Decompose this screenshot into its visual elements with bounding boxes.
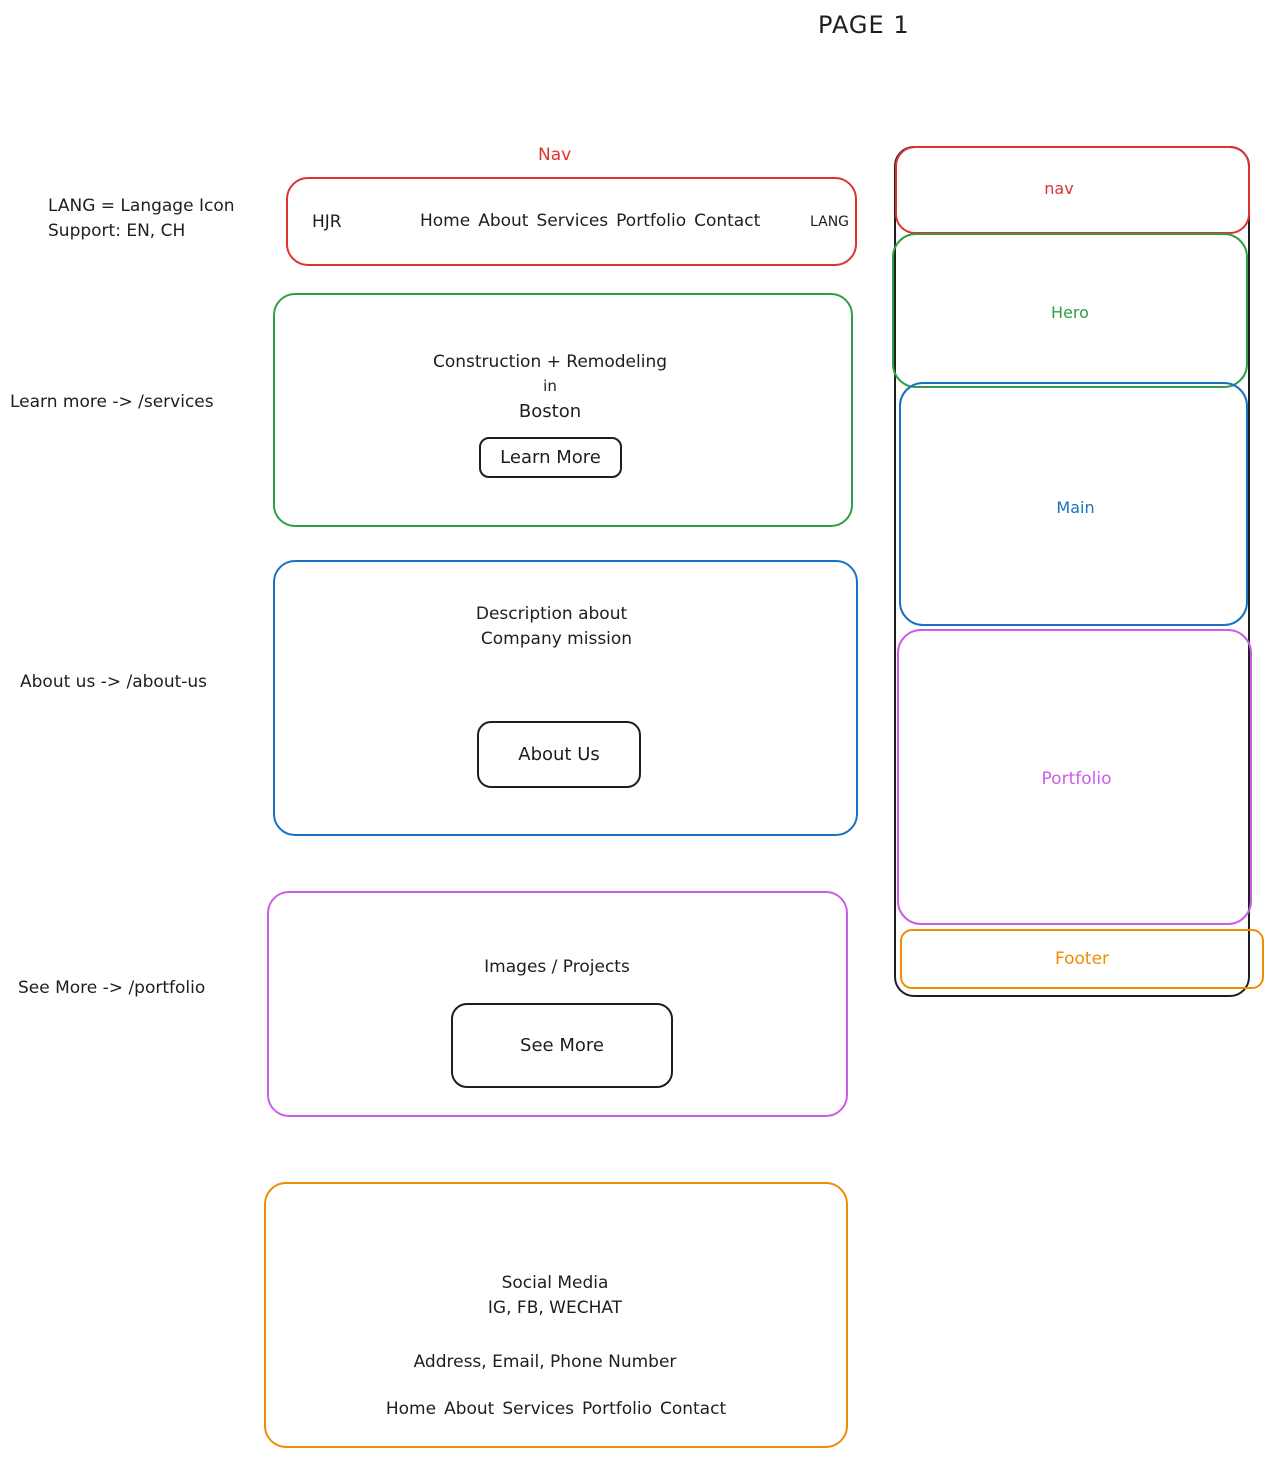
hero-line3: Boston (518, 401, 582, 422)
learn-more-note: Learn more -> /services (10, 392, 214, 412)
nav-links: Home About Services Portfolio Contact (420, 209, 768, 234)
about-us-button[interactable]: About Us (477, 721, 641, 788)
footer-link-services[interactable]: Services (502, 1399, 575, 1419)
footer-contact-info: Address, Email, Phone Number (413, 1352, 677, 1372)
overview-nav: nav (895, 146, 1250, 234)
footer-link-home[interactable]: Home (385, 1399, 437, 1419)
portfolio-title: Images / Projects (484, 957, 630, 977)
nav-link-services[interactable]: Services (536, 211, 609, 231)
main-wireframe: Description about Company mission About … (273, 560, 858, 836)
overview-footer: Footer (900, 929, 1264, 989)
overview-footer-label: Footer (1054, 949, 1110, 969)
overview-hero-label: Hero (1051, 303, 1089, 322)
footer-wireframe: Social Media IG, FB, WECHAT Address, Ema… (264, 1182, 848, 1448)
lang-note-line2: Support: EN, CH (48, 221, 186, 241)
hero-line1: Construction + Remodeling (432, 352, 668, 372)
lang-note-line1: LANG = Langage Icon (48, 196, 235, 216)
footer-link-contact[interactable]: Contact (659, 1399, 727, 1419)
overview-main: Main (899, 382, 1248, 626)
hero-line2: in (543, 377, 557, 395)
learn-more-button[interactable]: Learn More (479, 437, 622, 478)
portfolio-wireframe: Images / Projects See More (267, 891, 848, 1117)
nav-link-home[interactable]: Home (420, 211, 471, 231)
overview-nav-label: nav (1044, 179, 1074, 198)
nav-link-contact[interactable]: Contact (694, 211, 761, 231)
nav-link-about[interactable]: About (478, 211, 529, 231)
nav-link-portfolio[interactable]: Portfolio (616, 211, 687, 231)
overview-portfolio-label: Portfolio (1041, 769, 1112, 789)
main-line2: Company mission (480, 629, 633, 649)
footer-links: Home About Services Portfolio Contact (266, 1397, 846, 1422)
nav-wireframe: HJR Home About Services Portfolio Contact LA… (286, 177, 857, 266)
overview-main-label: Main (1056, 498, 1095, 517)
footer-link-portfolio[interactable]: Portfolio (582, 1399, 652, 1419)
hero-wireframe: Construction + Remodeling in Boston Lear… (273, 293, 853, 527)
main-line1: Description about (475, 604, 628, 624)
see-more-button[interactable]: See More (451, 1003, 673, 1088)
footer-social-title: Social Media (501, 1273, 609, 1293)
nav-section-label: Nav (538, 145, 572, 165)
nav-logo[interactable]: HJR (312, 212, 342, 232)
footer-link-about[interactable]: About (444, 1399, 495, 1419)
footer-social-list: IG, FB, WECHAT (487, 1298, 623, 1318)
page-title: PAGE 1 (818, 11, 910, 39)
overview-hero: Hero (892, 233, 1248, 388)
nav-lang-icon[interactable]: LANG (810, 214, 850, 230)
overview-portfolio: Portfolio (897, 629, 1252, 925)
about-note: About us -> /about-us (20, 672, 208, 692)
see-more-note: See More -> /portfolio (18, 978, 206, 998)
